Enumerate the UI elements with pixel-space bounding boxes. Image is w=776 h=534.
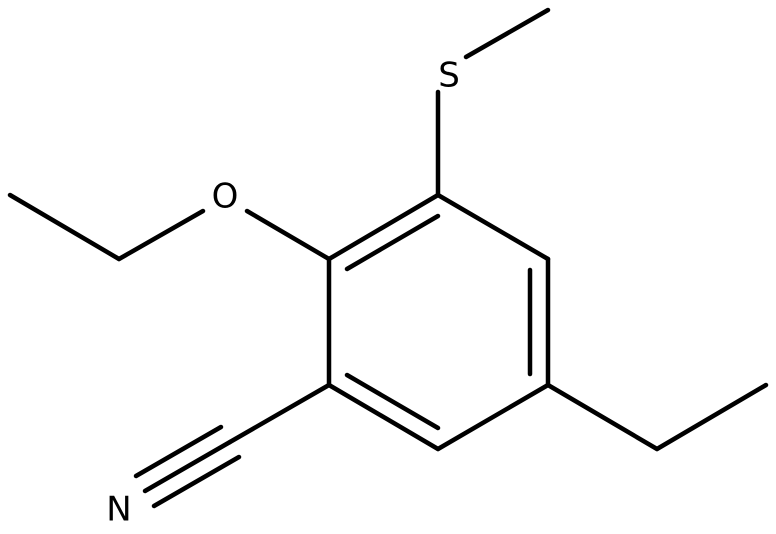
ring-bond-c4-c5 (326, 382, 441, 452)
bond-ring-ethyl (545, 382, 660, 452)
bond-oxygen-ch2 (116, 208, 206, 262)
nitrogen-atom-label: N (106, 490, 131, 530)
bond-ethyl-ch3 (654, 382, 769, 452)
bond-ch2-ch3-ethoxy (7, 192, 122, 262)
oxygen-atom-label: O (212, 177, 239, 217)
bond-ring-nitrile-carbon (227, 382, 332, 445)
triple-bond-upper (133, 424, 224, 479)
triple-bond-lower (151, 454, 242, 509)
ring-bond-c6-c1-inner (344, 213, 441, 272)
ring-bond-c1-c2 (435, 192, 551, 262)
ring-bond-c4-c5-inner (344, 372, 441, 431)
triple-bond-center (142, 439, 233, 494)
ring-bond-c3-c4 (435, 382, 551, 452)
bond-sulfur-methyl (463, 7, 551, 60)
sulfur-atom-label: S (438, 56, 460, 96)
ring-bond-c6-c1 (326, 192, 441, 262)
bond-ring-oxygen (244, 208, 332, 262)
